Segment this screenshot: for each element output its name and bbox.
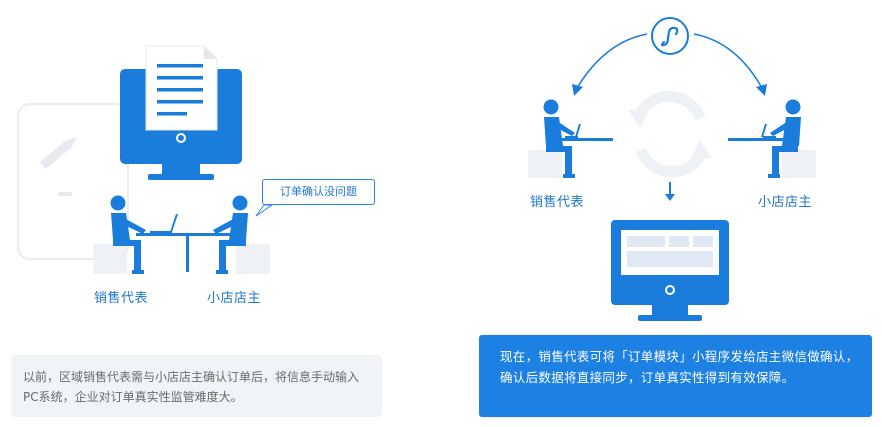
background-card bbox=[18, 104, 128, 259]
seat-rep-right bbox=[528, 150, 562, 178]
bubble-tail bbox=[256, 205, 272, 216]
after-caption: 现在，销售代表可将「订单模块」小程序发给店主微信做确认，确认后数据将直接同步，订… bbox=[479, 335, 872, 417]
arrow-head-left bbox=[572, 84, 583, 96]
pencil-icon bbox=[40, 134, 79, 169]
store-owner-label-right: 小店店主 bbox=[758, 191, 812, 210]
sales-rep-label-right: 销售代表 bbox=[530, 191, 584, 210]
seat-right bbox=[236, 244, 270, 274]
before-caption: 以前，区域销售代表需与小店店主确认订单后，将信息手动输入PC系统，企业对订单真实… bbox=[11, 355, 382, 417]
down-arrow bbox=[669, 182, 671, 196]
seat-left bbox=[93, 244, 127, 274]
link-icon bbox=[652, 18, 688, 54]
store-owner-label: 小店店主 bbox=[207, 287, 261, 306]
seat-owner-right bbox=[782, 150, 816, 178]
pc-monitor-right bbox=[611, 220, 729, 321]
sales-rep-label: 销售代表 bbox=[94, 287, 148, 306]
document-icon bbox=[146, 46, 217, 130]
laptop-icon bbox=[150, 214, 178, 233]
arrow-head-right bbox=[756, 84, 767, 96]
speech-bubble: 订单确认没问题 bbox=[262, 179, 375, 205]
refresh-icon bbox=[638, 96, 703, 171]
